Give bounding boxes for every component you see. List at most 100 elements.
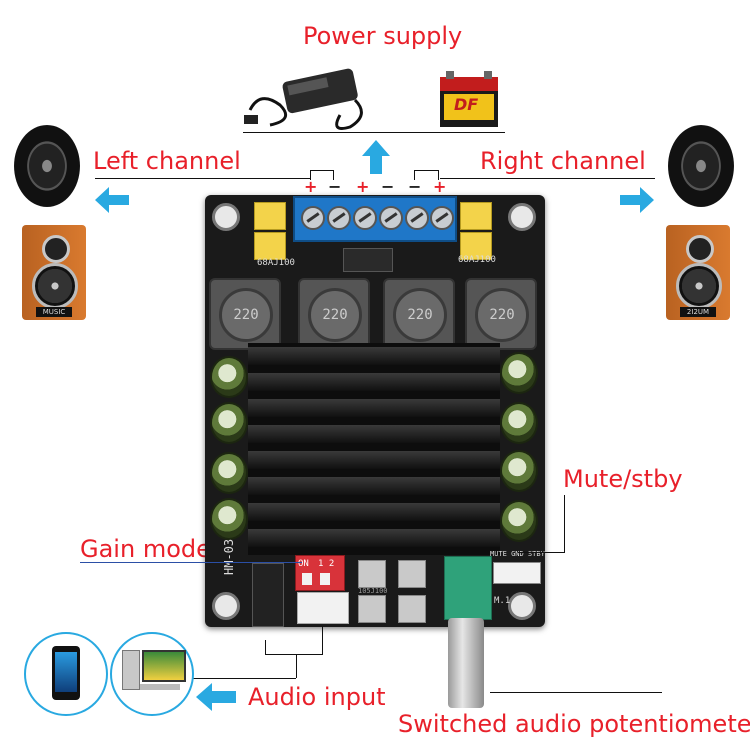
right-speaker-tag: 2I2UM <box>680 307 716 317</box>
cap-code: 105J100 <box>358 587 388 595</box>
left-channel-underline <box>95 178 310 179</box>
input-leader-v2 <box>322 626 323 654</box>
battery-brand: DF <box>454 95 479 114</box>
film-capacitor <box>358 595 386 623</box>
computer-icon <box>110 632 194 716</box>
mute-header-label: MUTE GND STBY <box>490 550 545 558</box>
gain-dip-switch[interactable]: ON 1 2 <box>295 555 345 591</box>
film-capacitor <box>358 560 386 588</box>
power-underline <box>243 132 505 133</box>
resistor-label-left: 68AJ100 <box>257 258 295 268</box>
yellow-capacitor <box>460 232 492 260</box>
right-tweeter-icon <box>686 235 714 263</box>
mount-hole-bottom-left <box>212 592 240 620</box>
screw-icon <box>301 206 325 230</box>
power-plus-symbol: + <box>356 177 370 196</box>
mute-stby-label: Mute/stby <box>563 465 683 493</box>
yellow-capacitor <box>460 202 492 230</box>
electrolytic-capacitor <box>210 498 248 540</box>
switch-on-label: ON <box>298 559 309 569</box>
inductor: 220 <box>209 278 281 350</box>
inductor: 220 <box>465 278 537 350</box>
right-speaker-cabinet: 2I2UM <box>666 225 730 320</box>
inductor-code: 220 <box>308 288 362 342</box>
power-supply-label: Power supply <box>303 22 463 50</box>
inductor-code: 220 <box>393 288 447 342</box>
electrolytic-capacitor <box>500 450 538 492</box>
yellow-capacitor <box>254 202 286 230</box>
potentiometer-label: Switched audio potentiometer <box>398 710 750 738</box>
right-plus-symbol: + <box>433 177 447 196</box>
left-speaker-tag: MUSIC <box>36 307 72 317</box>
electrolytic-capacitor <box>500 402 538 444</box>
right-driver-image <box>668 125 734 207</box>
screw-icon <box>327 206 351 230</box>
switch-nums-label: 1 2 <box>318 559 335 569</box>
left-minus-symbol: − <box>328 177 342 196</box>
inductor: 220 <box>298 278 370 350</box>
mute-leader-v <box>564 495 565 552</box>
power-adapter-image <box>240 55 380 135</box>
audio-input-arrow-icon <box>196 683 236 715</box>
battery-image: DF <box>438 67 500 129</box>
mount-hole-top-left <box>212 203 240 231</box>
electrolytic-capacitor <box>210 452 248 494</box>
power-minus-symbol: − <box>381 177 395 196</box>
right-bracket-top <box>414 170 438 171</box>
screw-icon <box>405 206 429 230</box>
left-channel-label: Left channel <box>93 147 241 175</box>
input-leader-v1 <box>265 640 266 654</box>
input-leader-down <box>296 654 297 678</box>
gain-mode-label: Gain mode <box>80 535 211 563</box>
left-arrow-icon <box>95 187 129 217</box>
left-bracket-top <box>310 170 334 171</box>
right-channel-underline <box>440 178 655 179</box>
electrolytic-capacitor <box>500 500 538 542</box>
audio-input-label: Audio input <box>248 683 386 711</box>
mute-leader-h <box>518 552 565 553</box>
input-leader-h <box>265 654 323 655</box>
yellow-capacitor <box>254 232 286 260</box>
screw-icon <box>353 206 377 230</box>
board-model: HM-03 <box>222 538 236 575</box>
power-arrow-icon <box>362 140 390 178</box>
chip <box>343 248 393 272</box>
input-leader-base <box>190 678 296 679</box>
gain-leader <box>80 562 302 563</box>
mount-hole-bottom-right <box>508 592 536 620</box>
potentiometer-body <box>444 556 492 620</box>
audio-jack <box>252 563 284 627</box>
phone-icon <box>24 632 108 716</box>
pot-mark: M.1 <box>494 596 511 606</box>
film-capacitor <box>398 595 426 623</box>
right-bracket <box>414 170 415 180</box>
electrolytic-capacitor <box>210 356 248 398</box>
mute-header <box>493 562 541 584</box>
screw-icon <box>430 206 454 230</box>
inductor-code: 220 <box>219 288 273 342</box>
screw-icon <box>379 206 403 230</box>
screw-terminal-block <box>293 196 457 242</box>
heatsink <box>248 343 500 555</box>
left-bracket-right <box>333 170 334 180</box>
pot-shaft[interactable] <box>448 618 484 708</box>
right-bracket-right <box>438 170 439 180</box>
left-tweeter-icon <box>42 235 70 263</box>
left-driver-image <box>14 125 80 207</box>
inductor-code: 220 <box>475 288 529 342</box>
resistor-label-right: 68AJ100 <box>458 255 496 265</box>
right-minus-symbol: − <box>408 177 422 196</box>
electrolytic-capacitor <box>210 402 248 444</box>
pot-leader <box>490 692 662 693</box>
electrolytic-capacitor <box>500 352 538 394</box>
right-arrow-icon <box>620 187 654 217</box>
left-plus-symbol: + <box>304 177 318 196</box>
inductor: 220 <box>383 278 455 350</box>
input-connector <box>297 592 349 624</box>
left-speaker-cabinet: MUSIC <box>22 225 86 320</box>
film-capacitor <box>398 560 426 588</box>
left-woofer-icon <box>32 263 78 309</box>
left-bracket <box>310 170 311 180</box>
right-woofer-icon <box>676 263 722 309</box>
right-channel-label: Right channel <box>480 147 646 175</box>
